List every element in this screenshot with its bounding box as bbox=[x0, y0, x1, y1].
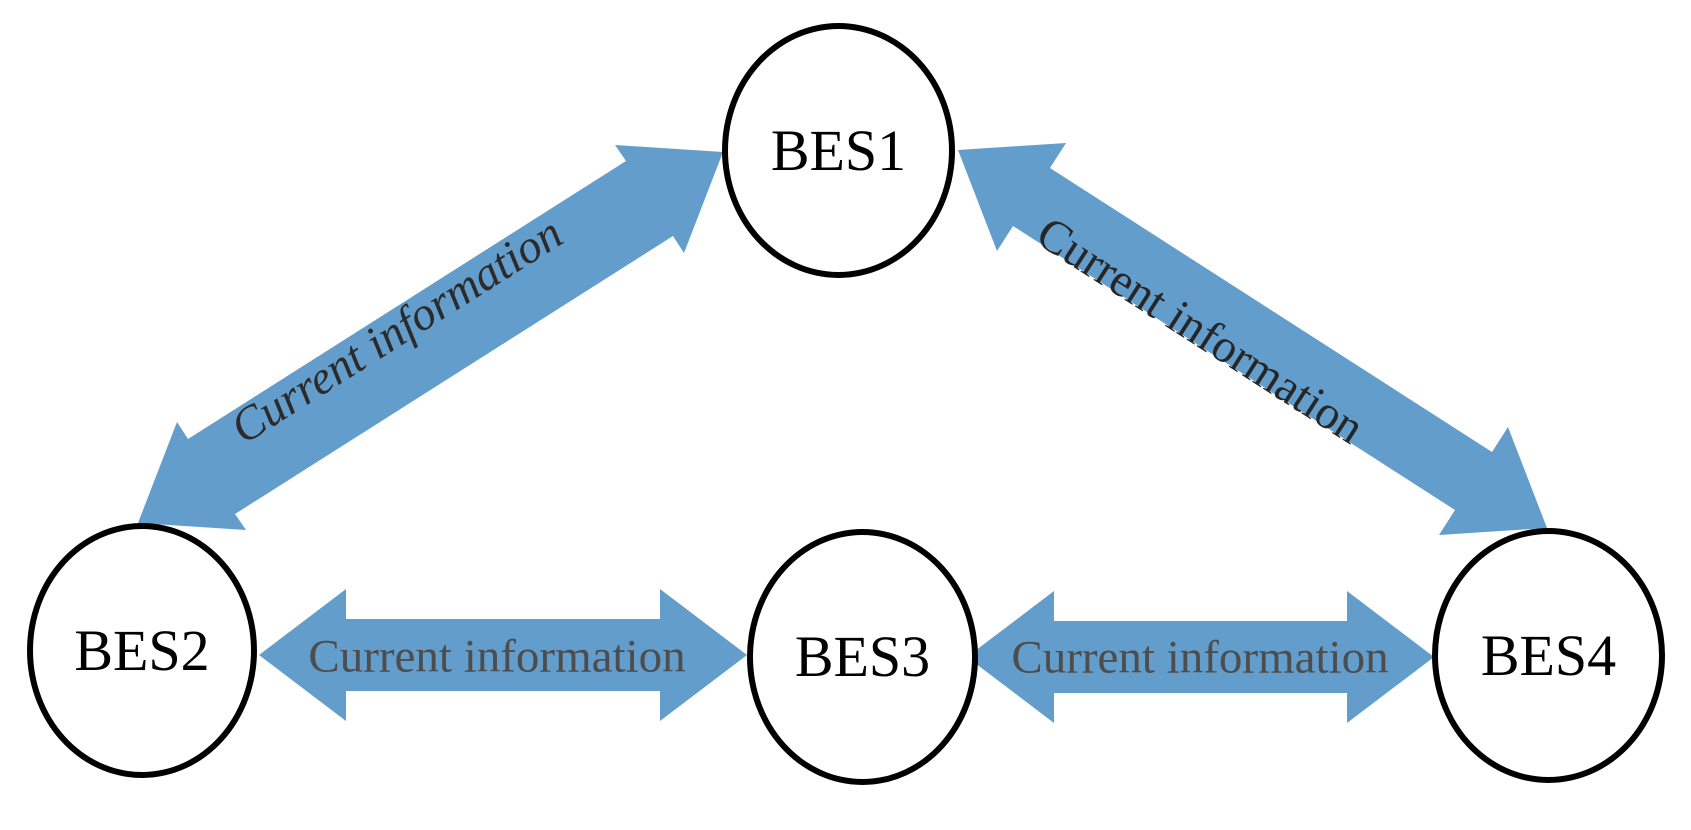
double-arrow-bes3-bes4 bbox=[967, 591, 1434, 723]
node-bes2: BES2 bbox=[27, 523, 257, 778]
node-bes1: BES1 bbox=[722, 23, 955, 278]
edge-label-bes3-bes4: Current information bbox=[1011, 631, 1389, 684]
node-bes3-label: BES3 bbox=[794, 624, 931, 689]
double-arrow-bes1-bes4 bbox=[958, 143, 1547, 535]
node-bes4: BES4 bbox=[1432, 528, 1665, 783]
node-bes3: BES3 bbox=[747, 529, 978, 785]
node-bes1-label: BES1 bbox=[770, 117, 907, 183]
double-arrow-bes2-bes1 bbox=[138, 145, 723, 530]
edge-label-bes2-bes3: Current information bbox=[308, 630, 686, 683]
node-bes4-label: BES4 bbox=[1480, 622, 1617, 688]
node-bes2-label: BES2 bbox=[74, 617, 210, 683]
double-arrow-bes2-bes3 bbox=[259, 589, 747, 721]
